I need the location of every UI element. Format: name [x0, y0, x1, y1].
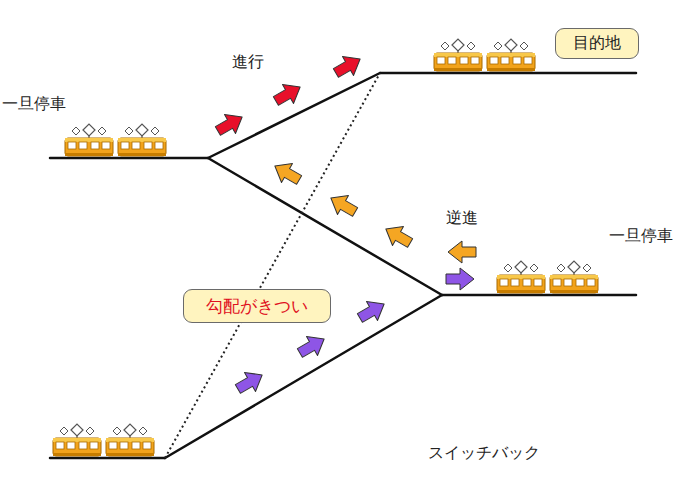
note-box: 勾配がきつい [183, 289, 331, 323]
destination-box: 目的地 [555, 28, 639, 59]
track-label: スイッチバック [428, 443, 540, 462]
track-label: 逆進 [446, 208, 478, 227]
track-label: 一旦停車 [609, 226, 673, 245]
box-text: 勾配がきつい [206, 296, 308, 316]
box-text: 目的地 [573, 33, 621, 52]
track-label: 一旦停車 [2, 94, 66, 113]
track-label: 進行 [232, 52, 264, 71]
